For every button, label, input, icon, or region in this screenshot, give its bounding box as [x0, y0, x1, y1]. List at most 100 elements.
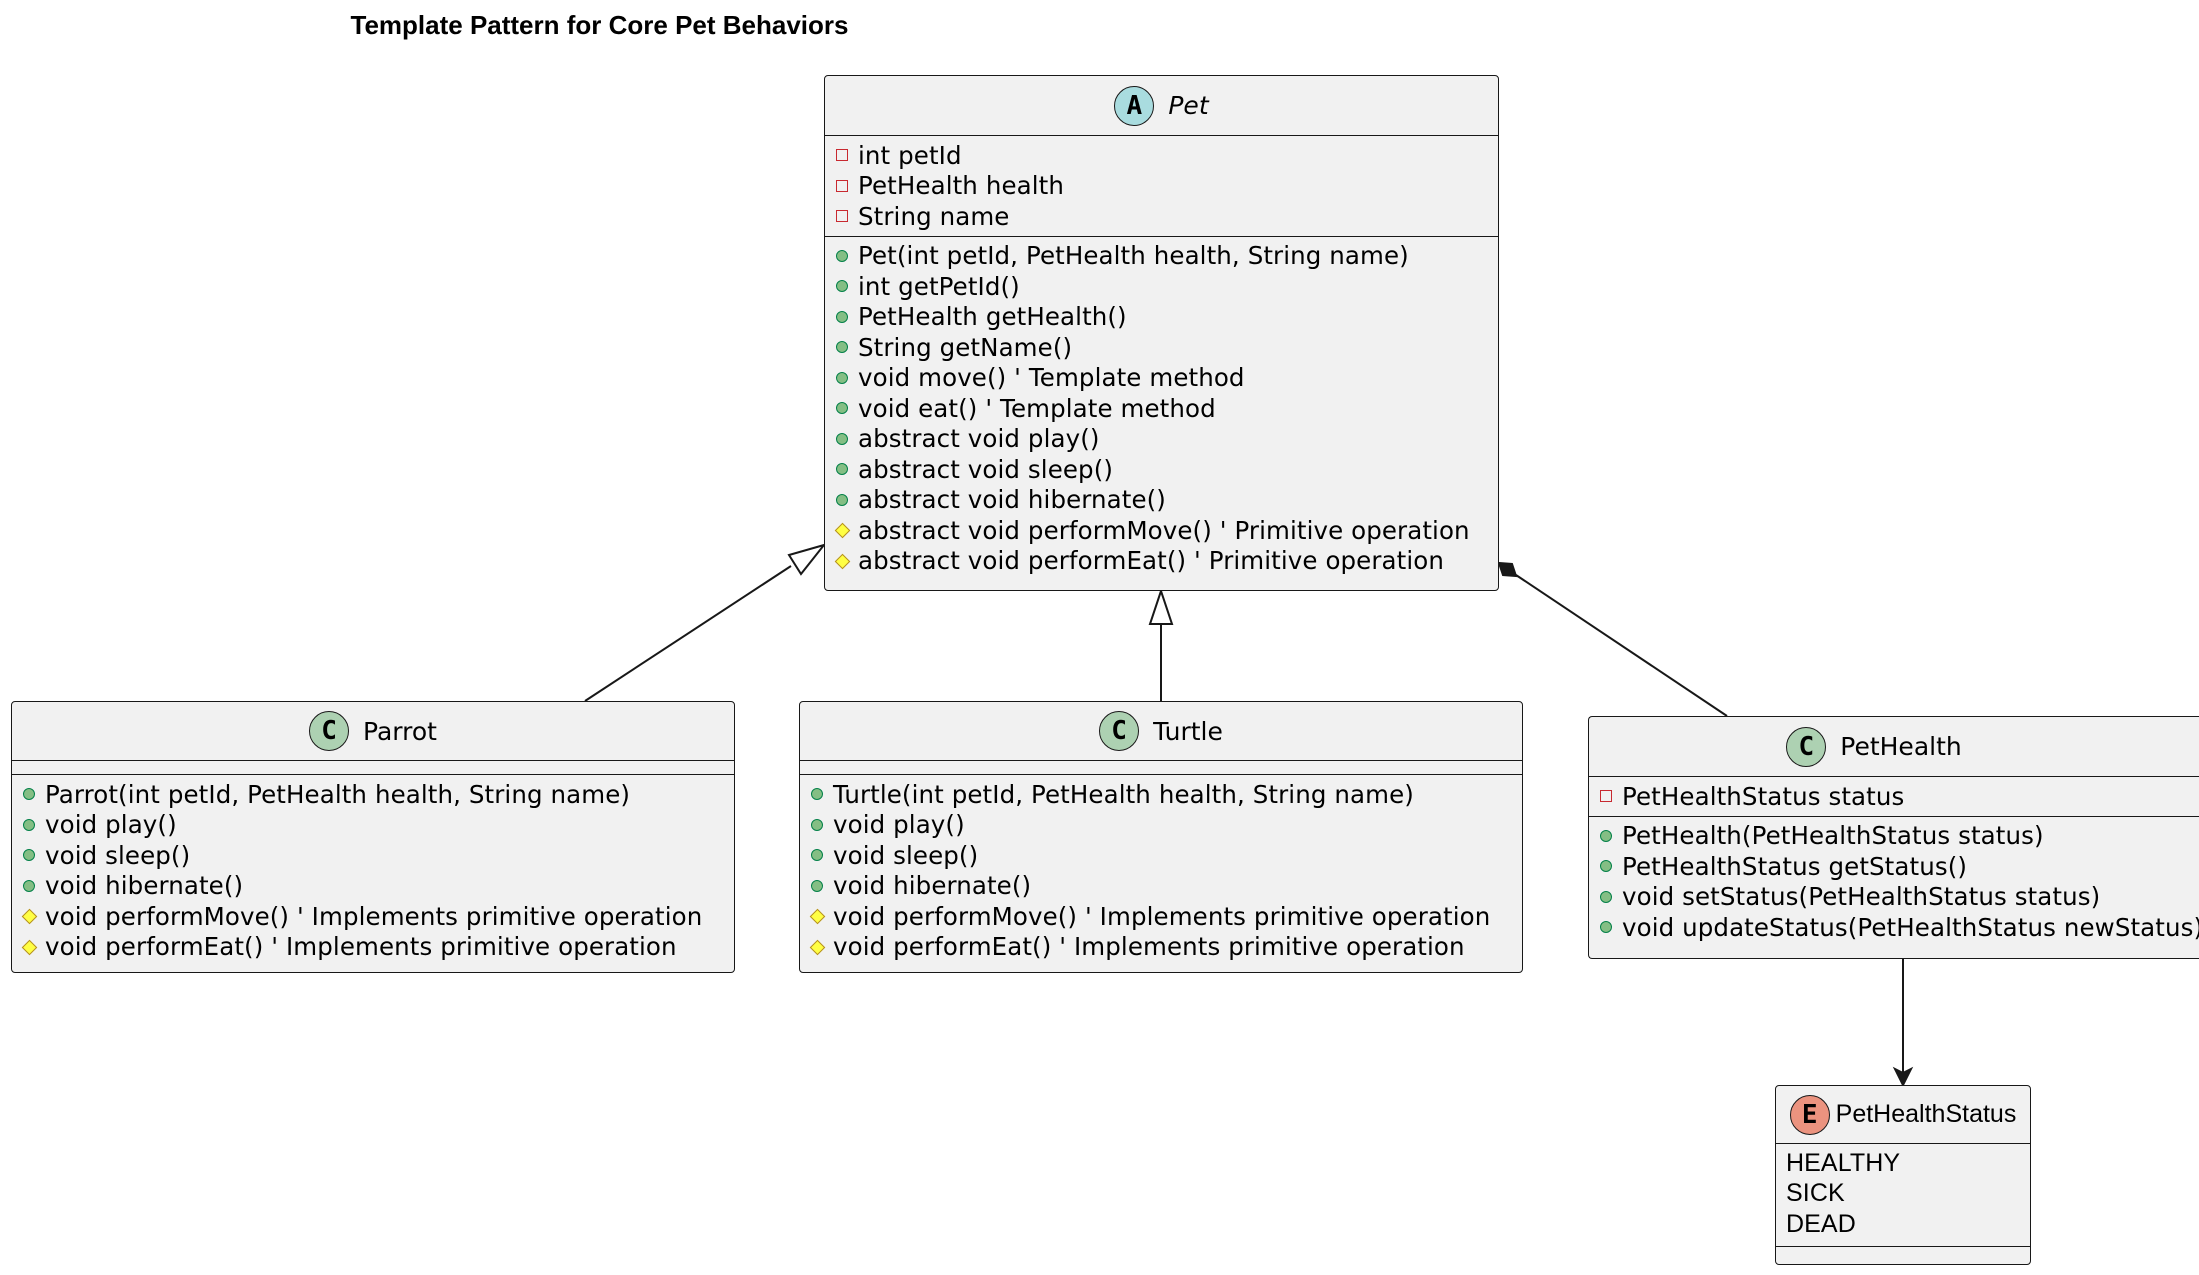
method-text: void performMove() ' Implements primitiv…: [833, 901, 1491, 931]
public-visibility-icon: [836, 280, 848, 293]
method-row: PetHealth getHealth(): [825, 302, 1498, 333]
public-visibility-icon: [811, 849, 823, 862]
method-text: void play(): [833, 810, 965, 840]
public-visibility-icon: [836, 402, 848, 415]
method-text: Parrot(int petId, PetHealth health, Stri…: [45, 779, 631, 809]
method-row: Turtle(int petId, PetHealth health, Stri…: [800, 779, 1522, 810]
public-visibility-icon: [836, 463, 848, 476]
method-row: void sleep(): [800, 840, 1522, 871]
field-text: String name: [858, 201, 1010, 231]
class-turtle-name: Turtle: [1153, 716, 1223, 746]
method-row: void performEat() ' Implements primitive…: [800, 932, 1522, 963]
class-pet-name: Pet: [1168, 91, 1209, 120]
class-parrot-fields: [12, 761, 734, 775]
method-text: PetHealthStatus getStatus(): [1622, 851, 1968, 881]
diagram-title-text: Template Pattern for Core Pet Behaviors: [350, 10, 849, 40]
enum-badge-icon: E: [1789, 1094, 1830, 1135]
public-visibility-icon: [23, 788, 35, 801]
method-text: abstract void sleep(): [858, 454, 1114, 484]
method-text: String getName(): [858, 332, 1073, 362]
method-text: void performMove() ' Implements primitiv…: [45, 901, 703, 931]
protected-visibility-icon: [23, 941, 35, 953]
public-visibility-icon: [23, 818, 35, 831]
method-row: PetHealthStatus getStatus(): [1589, 851, 2199, 882]
method-row: PetHealth(PetHealthStatus status): [1589, 821, 2199, 852]
public-visibility-icon: [811, 818, 823, 831]
class-pethealth-name: PetHealth: [1840, 732, 1962, 761]
abstract-class-badge-icon: A: [1114, 85, 1155, 126]
field-row: PetHealthStatus status: [1589, 781, 2199, 812]
enum-value: DEAD: [1786, 1209, 1856, 1238]
method-row: void setStatus(PetHealthStatus status): [1589, 882, 2199, 913]
private-visibility-icon: [836, 179, 848, 192]
class-badge-icon: C: [1786, 726, 1827, 767]
method-row: void sleep(): [12, 840, 734, 871]
class-turtle-header: C Turtle: [800, 702, 1522, 761]
method-text: PetHealth getHealth(): [858, 302, 1127, 332]
class-pethealth[interactable]: C PetHealth PetHealthStatus status PetHe…: [1588, 716, 2199, 959]
edge-parrot-pet: [584, 565, 792, 702]
method-text: void performEat() ' Implements primitive…: [833, 932, 1465, 962]
diagram-title: Template Pattern for Core Pet Behaviors: [0, 10, 2199, 41]
public-visibility-icon: [836, 493, 848, 506]
class-pet[interactable]: A Pet int petId PetHealth health String …: [824, 75, 1499, 591]
class-pethealth-fields: PetHealthStatus status: [1589, 777, 2199, 817]
field-text: PetHealthStatus status: [1622, 781, 1905, 811]
enum-value: SICK: [1786, 1179, 1845, 1208]
method-text: void hibernate(): [833, 871, 1032, 901]
method-text: void move() ' Template method: [858, 363, 1245, 393]
method-row: abstract void performEat() ' Primitive o…: [825, 546, 1498, 577]
method-text: abstract void performMove() ' Primitive …: [858, 515, 1470, 545]
public-visibility-icon: [1600, 890, 1612, 903]
protected-visibility-icon: [811, 941, 823, 953]
protected-visibility-icon: [836, 524, 848, 536]
method-text: int getPetId(): [858, 271, 1020, 301]
public-visibility-icon: [836, 249, 848, 262]
protected-visibility-icon: [811, 910, 823, 922]
enum-pethealthstatus-values: HEALTHY SICK DEAD: [1776, 1144, 2030, 1247]
private-visibility-icon: [836, 210, 848, 223]
method-text: abstract void hibernate(): [858, 485, 1166, 515]
method-row: abstract void hibernate(): [825, 485, 1498, 516]
method-row: void updateStatus(PetHealthStatus newSta…: [1589, 912, 2199, 943]
edge-pet-pethealth: [1515, 574, 1728, 717]
method-row: abstract void play(): [825, 424, 1498, 455]
class-pet-header: A Pet: [825, 76, 1498, 136]
public-visibility-icon: [23, 879, 35, 892]
method-text: void play(): [45, 810, 177, 840]
method-text: Turtle(int petId, PetHealth health, Stri…: [833, 779, 1414, 809]
public-visibility-icon: [836, 310, 848, 323]
public-visibility-icon: [1600, 860, 1612, 873]
method-row: void move() ' Template method: [825, 363, 1498, 394]
class-turtle[interactable]: C Turtle Turtle(int petId, PetHealth hea…: [799, 701, 1523, 973]
field-text: PetHealth health: [858, 171, 1064, 201]
method-text: void hibernate(): [45, 871, 244, 901]
enum-pethealthstatus[interactable]: E PetHealthStatus HEALTHY SICK DEAD: [1775, 1085, 2031, 1265]
method-text: abstract void performEat() ' Primitive o…: [858, 546, 1444, 576]
class-parrot[interactable]: C Parrot Parrot(int petId, PetHealth hea…: [11, 701, 735, 973]
public-visibility-icon: [1600, 921, 1612, 934]
method-text: Pet(int petId, PetHealth health, String …: [858, 241, 1409, 271]
class-badge-icon: C: [1099, 711, 1140, 751]
public-visibility-icon: [836, 432, 848, 445]
method-row: abstract void performMove() ' Primitive …: [825, 515, 1498, 546]
enum-pethealthstatus-name: PetHealthStatus: [1835, 1100, 2017, 1128]
class-pethealth-methods: PetHealth(PetHealthStatus status) PetHea…: [1589, 817, 2199, 947]
method-row: void performMove() ' Implements primitiv…: [12, 901, 734, 932]
method-text: void setStatus(PetHealthStatus status): [1622, 882, 2101, 912]
method-row: abstract void sleep(): [825, 454, 1498, 485]
composition-diamond: [1497, 561, 1518, 578]
class-turtle-methods: Turtle(int petId, PetHealth health, Stri…: [800, 775, 1522, 966]
method-row: void hibernate(): [800, 871, 1522, 902]
public-visibility-icon: [811, 788, 823, 801]
enum-pethealthstatus-header: E PetHealthStatus: [1776, 1086, 2030, 1144]
method-row: Pet(int petId, PetHealth health, String …: [825, 241, 1498, 272]
field-text: int petId: [858, 140, 962, 170]
method-row: void play(): [12, 810, 734, 841]
enum-value: HEALTHY: [1786, 1148, 1901, 1177]
method-row: Parrot(int petId, PetHealth health, Stri…: [12, 779, 734, 810]
enum-pethealthstatus-methods: [1776, 1247, 2030, 1261]
private-visibility-icon: [836, 149, 848, 162]
public-visibility-icon: [23, 849, 35, 862]
method-row: void play(): [800, 810, 1522, 841]
